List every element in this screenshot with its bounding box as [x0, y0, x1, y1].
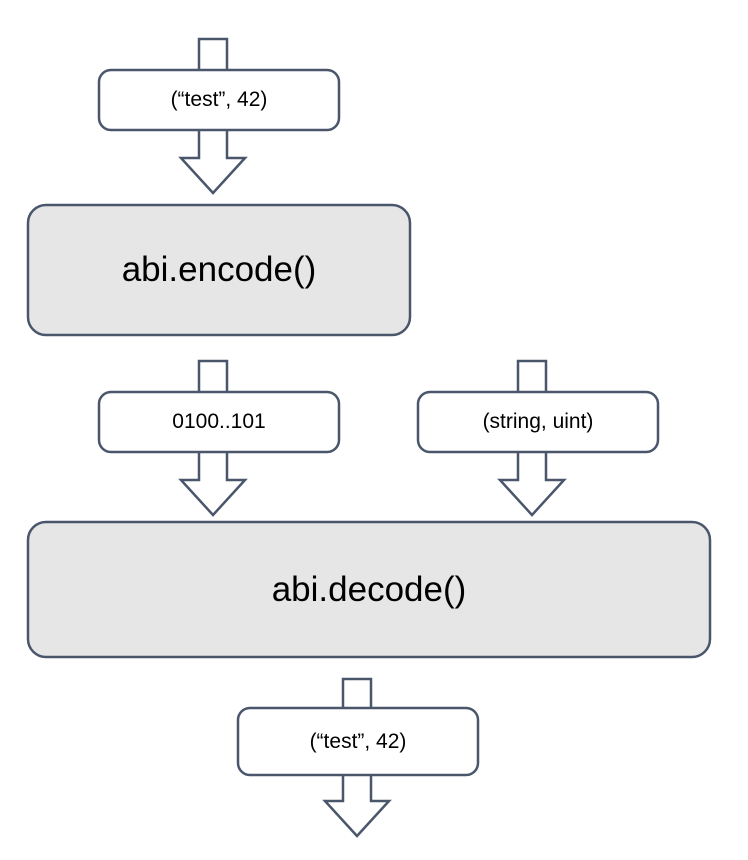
node-input-tuple-top[interactable] [99, 70, 339, 130]
stub-encode-to-encoded-bytes-icon [197, 359, 229, 394]
arrow-output-tuple-out-icon [322, 771, 392, 838]
node-output-tuple-bottom[interactable] [238, 708, 478, 775]
node-shape-type-signature [416, 390, 660, 454]
node-shape-output-tuple-bottom [236, 706, 480, 777]
connector-layer [178, 37, 567, 838]
node-shape-abi-decode [26, 520, 712, 659]
arrow-input-to-encode-icon [178, 126, 248, 195]
stub-into-type-signature-icon [516, 359, 548, 394]
arrow-encoded-bytes-to-decode-icon [178, 448, 248, 517]
node-abi-encode[interactable] [28, 205, 410, 335]
node-shape-input-tuple-top [97, 68, 341, 132]
node-shape-layer [26, 68, 712, 777]
stub-decode-to-output-tuple-icon [341, 677, 373, 710]
node-shape-abi-encode [26, 203, 412, 337]
arrow-type-signature-to-decode-icon [497, 448, 567, 517]
node-abi-decode[interactable] [28, 522, 710, 657]
node-type-signature[interactable] [418, 392, 658, 452]
stub-into-input-tuple-icon [197, 37, 229, 72]
node-encoded-bytes[interactable] [99, 392, 339, 452]
node-shape-encoded-bytes [97, 390, 341, 454]
